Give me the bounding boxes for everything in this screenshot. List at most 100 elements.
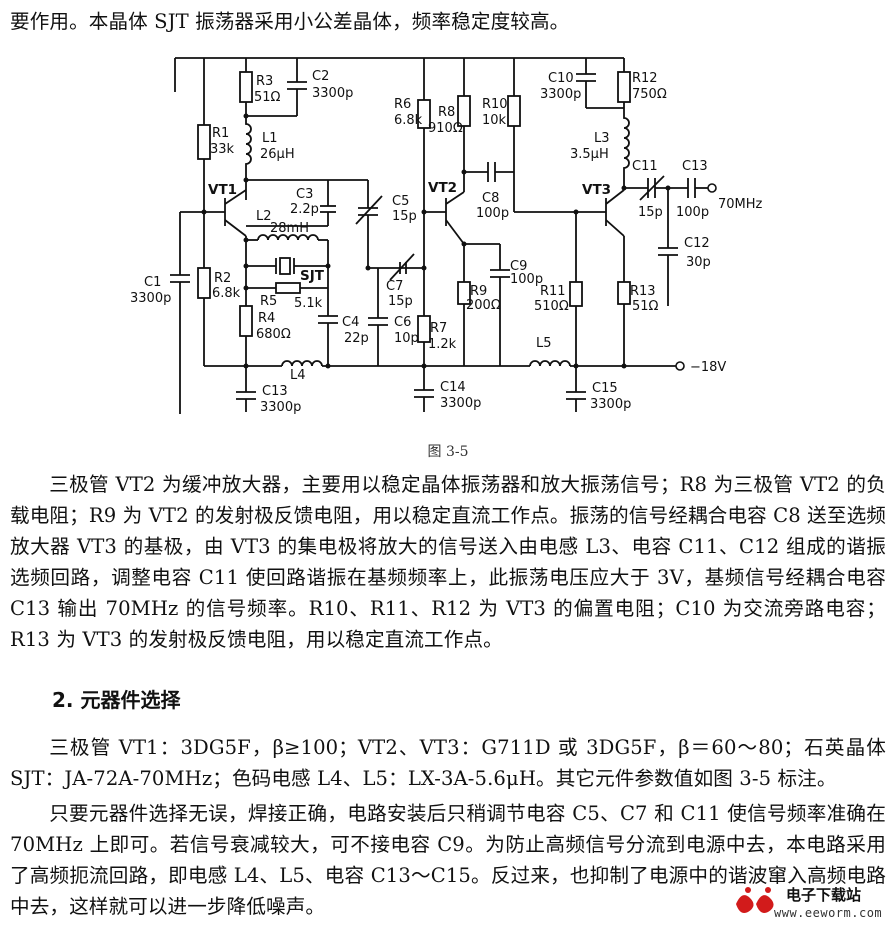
label-r4-value: 680Ω [256,327,291,342]
supply-terminal [675,361,685,371]
label-c13b-name: C13 [682,159,708,174]
label-c12-value: 30p [686,255,711,270]
label-r8-name: R8 [438,105,455,120]
resistor-r2 [197,267,211,299]
label-vt1: VT1 [208,182,237,198]
label-r6-name: R6 [394,97,411,112]
label-r11-name: R11 [540,284,566,299]
crystal-sjt [279,257,291,275]
label-c5-name: C5 [392,194,409,209]
label-l4: L4 [290,368,306,383]
output-terminal [707,183,717,193]
transistor-vt2 [424,191,465,245]
label-r13-name: R13 [630,284,656,299]
label-output: 70MHz [718,197,763,212]
label-r7-name: R7 [430,321,447,336]
inductor-l3 [623,102,630,190]
resistor-r11 [569,281,583,307]
label-c4-name: C4 [342,315,359,330]
label-r3-name: R3 [256,74,273,89]
label-c6-value: 10p [394,331,419,346]
label-c2-name: C2 [312,69,329,84]
label-r8-value: 910Ω [428,121,463,136]
label-c11-value: 15p [638,205,663,220]
label-r9-name: R9 [470,284,487,299]
transistor-vt3 [605,189,625,237]
label-c2-value: 3300p [312,86,353,101]
label-c14-name: C14 [440,380,466,395]
label-r5-name: R5 [260,294,277,309]
label-l3-value: 3.5μH [570,147,609,162]
label-l3-name: L3 [594,131,610,146]
label-c11-name: C11 [632,159,658,174]
label-vt3: VT3 [582,182,611,198]
label-c7-name: C7 [386,279,403,294]
label-r1-value: 33k [210,142,235,157]
label-crystal: SJT [300,268,325,284]
label-c8-name: C8 [482,191,499,206]
label-c13a-value: 3300p [260,400,301,415]
label-r10-name: R10 [482,97,508,112]
intro-line: 要作用。本晶体 SJT 振荡器采用小公差晶体，频率稳定度较高。 [10,10,570,33]
label-r12-name: R12 [632,71,658,86]
body-paragraph: 三极管 VT2 为缓冲放大器，主要用以稳定晶体振荡器和放大振荡信号；R8 为三极… [10,473,886,651]
label-r7-value: 1.2k [428,337,457,352]
label-r13-value: 51Ω [632,299,659,314]
label-c12-name: C12 [684,236,710,251]
label-supply: −18V [690,360,726,375]
inductor-l1 [245,116,252,200]
label-c9-name: C9 [510,259,527,274]
label-r11-value: 510Ω [534,299,569,314]
section-heading: 2. 元器件选择 [52,688,181,712]
label-r1-name: R1 [212,126,229,141]
inductor-l2 [257,234,319,241]
resistor-r4 [239,305,253,337]
label-c15-value: 3300p [590,397,631,412]
label-c1-name: C1 [144,275,161,290]
final-paragraph: 只要元器件选择无误，焊接正确，电路安装后只稍调节电容 C5、C7 和 C11 使… [10,802,886,918]
label-l1-value: 26μH [260,147,295,162]
resistor-r5 [275,282,301,294]
junction-dots [201,113,671,369]
bug-logo-icon [736,887,774,913]
label-c9-value: 100p [510,272,543,287]
watermark-title: 电子下载站 [786,886,862,904]
circuit-schematic: R3 51Ω C2 3300p R1 33k L1 26μH VT1 C3 2.… [130,57,763,415]
label-c1-value: 3300p [130,291,171,306]
label-r2-name: R2 [214,271,231,286]
site-watermark: 电子下载站 www.eeworm.com [730,882,890,926]
label-l5: L5 [536,336,552,351]
resistor-r10 [507,95,521,127]
figure-caption: 图 3-5 [427,444,469,460]
label-r9-value: 200Ω [466,298,501,313]
resistor-r12 [617,71,631,103]
label-l2-name: L2 [256,209,272,224]
label-c8-value: 100p [476,206,509,221]
transistor-vt1 [204,189,247,237]
label-l2-value: 28mH [270,221,309,236]
label-c14-value: 3300p [440,396,481,411]
label-l1-name: L1 [262,131,278,146]
inductor-l5 [529,360,571,367]
label-c3-value: 2.2p [290,202,319,217]
resistor-r1 [197,124,211,160]
label-r4-name: R4 [258,311,275,326]
watermark-url: www.eeworm.com [774,906,883,920]
resistor-r3 [239,71,253,103]
label-c13a-name: C13 [262,384,288,399]
label-r2-value: 6.8k [212,286,241,301]
components-paragraph: 三极管 VT1：3DG5F，β≥100；VT2、VT3：G711D 或 3DG5… [10,736,886,790]
label-c15-name: C15 [592,381,618,396]
label-c7-value: 15p [388,294,413,309]
resistor-r13 [617,281,631,305]
label-c10-value: 3300p [540,87,581,102]
label-c5-value: 15p [392,209,417,224]
label-r5-value: 5.1k [294,296,323,311]
label-vt2: VT2 [428,180,457,196]
label-c3-name: C3 [296,187,313,202]
label-r3-value: 51Ω [254,90,281,105]
label-r10-value: 10k [482,113,507,128]
label-r6-value: 6.8k [394,113,423,128]
label-r12-value: 750Ω [632,87,667,102]
label-c10-name: C10 [548,71,574,86]
